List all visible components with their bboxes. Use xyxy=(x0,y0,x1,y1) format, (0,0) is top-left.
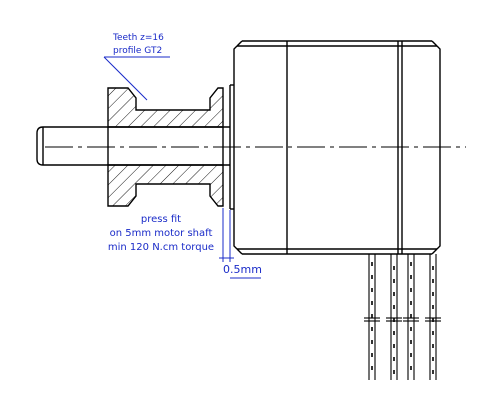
profile-text: profile GT2 xyxy=(113,46,163,56)
motor-leads xyxy=(364,254,441,380)
press-fit-note: press fit on 5mm motor shaft min 120 N.c… xyxy=(86,213,236,255)
gt2-pulley xyxy=(107,87,224,207)
press-fit-line: press fit xyxy=(140,214,182,225)
teeth-callout: Teeth z=16 profile GT2 xyxy=(113,32,164,58)
torque-line: min 120 N.cm torque xyxy=(107,242,215,253)
gap-dimension xyxy=(219,208,261,279)
gap-dimension-label: 0.5mm xyxy=(223,263,262,276)
motor-shaft xyxy=(36,126,230,166)
lead-insulation-marks xyxy=(371,262,434,378)
teeth-callout-leader xyxy=(103,56,170,101)
teeth-count-text: Teeth z=16 xyxy=(113,33,164,43)
shaft-size-line: on 5mm motor shaft xyxy=(109,228,213,239)
